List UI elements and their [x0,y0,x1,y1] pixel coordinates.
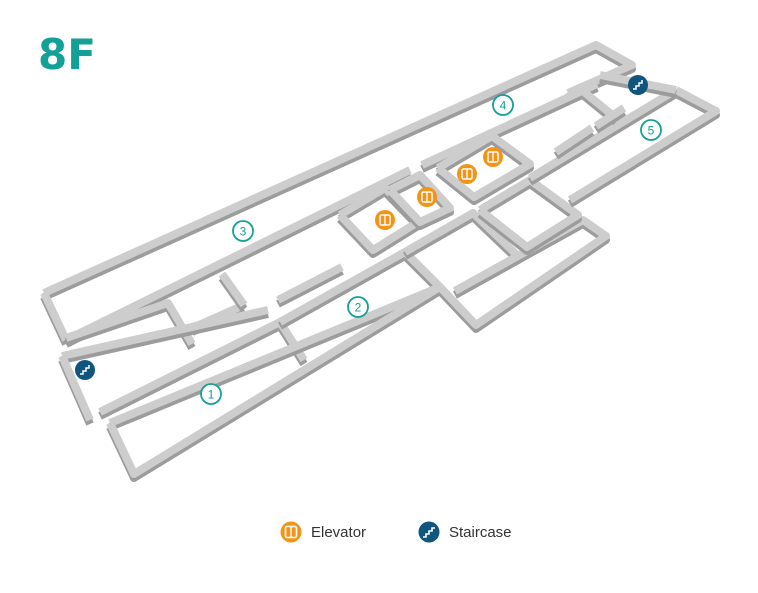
staircase-icon[interactable] [628,75,648,95]
zone-number-2: 2 [355,301,362,315]
staircase-icon [418,521,440,543]
elevator-icon [280,521,302,543]
elevator-icon[interactable] [417,187,437,207]
zone-number-1: 1 [208,388,215,402]
elevator-icon[interactable] [457,164,477,184]
floor-walls [40,41,720,482]
zone-number-4: 4 [500,99,507,113]
wall-segment [40,291,70,342]
wall-segment [420,80,599,169]
legend-elevator-label: Elevator [311,523,367,541]
wall-segment [276,263,344,304]
wall-segment [58,354,94,422]
elevator-icon[interactable] [483,147,503,167]
wall-segment [106,283,443,478]
wall-segment [593,104,627,130]
wall-segment [527,86,679,182]
elevator-icon[interactable] [375,210,395,230]
wall-segment [64,166,412,344]
staircase-icon[interactable] [75,360,95,380]
wall-segment [567,86,720,204]
floor-label: 8F [38,30,96,79]
legend-staircase: Staircase [418,521,512,543]
zone-marker-5[interactable] [640,119,662,141]
wall-segment [218,271,248,308]
wall-segment [437,216,610,329]
zone-marker-3[interactable] [232,220,254,242]
wall-segment [435,132,534,201]
zone-marker-1[interactable] [200,383,222,405]
wall-segment [387,171,454,226]
map-markers: 1 2 3 4 5 [75,75,662,405]
floor-plan-map: 1 2 3 4 5 [40,41,720,482]
zone-number-3: 3 [240,225,247,239]
legend-staircase-label: Staircase [449,523,512,541]
wall-segment [108,248,444,427]
legend-elevator: Elevator [280,521,366,543]
zone-marker-2[interactable] [347,296,369,318]
wall-segment [61,306,269,360]
zone-number-5: 5 [648,124,655,138]
zone-marker-4[interactable] [492,94,514,116]
wall-segment [477,176,582,251]
wall-segment [553,124,595,156]
